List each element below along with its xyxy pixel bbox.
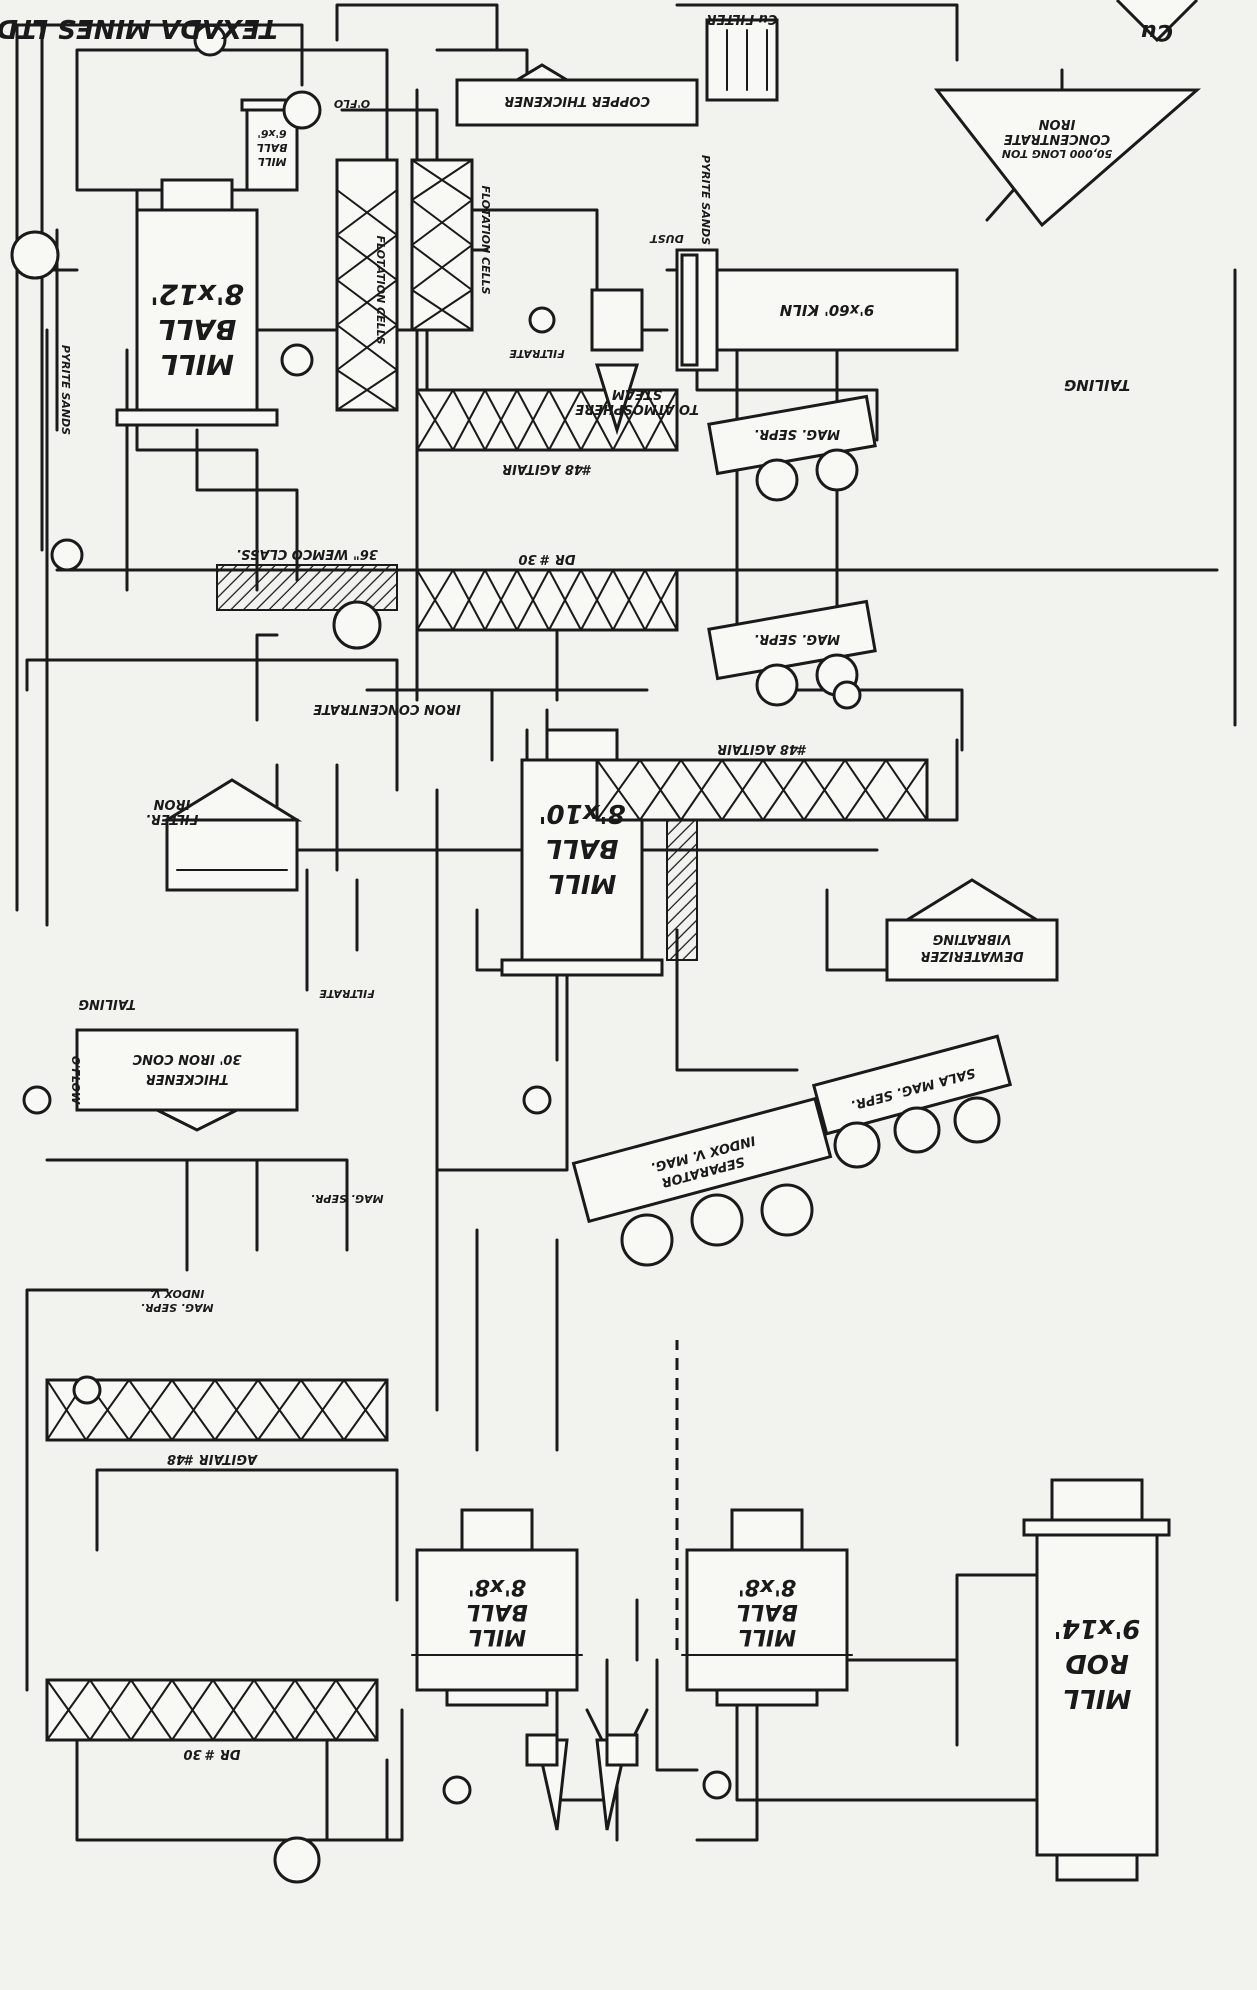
sala-separator [814,1036,1010,1167]
thickener-label-1: 30' IRON CONC [132,1051,241,1066]
flotation-cells-1 [337,160,397,410]
mag-sepr-label-1: MAG. SEPR. [754,426,840,441]
pile-label-3: 50,000 LONG TON [1002,147,1112,160]
agitair-mid-bank [597,760,927,820]
ball-mill-8x8-b-label-2: BALL [466,1599,528,1624]
agitair-top-label: #48 AGITAIR [502,461,592,476]
filter-return [27,660,397,790]
iron-filter-feed [307,765,357,990]
rod-mill-label-2: ROD [1065,1648,1129,1678]
ball-mill-6x6-label-1: 6'x6' [257,127,286,140]
agitair-bottom-bank [47,1680,377,1740]
pyrite-sands-left-label: PYRITE SANDS [59,345,72,435]
filtrate-top-label: FILTRATE [509,347,565,360]
wemco-classifier [217,565,397,610]
kiln-label: 9'x60' KILN [779,301,874,319]
indox-left-label-1: INDOX V. [150,1287,205,1300]
iron-filter-label-1: IRON [153,796,190,811]
ball-mill-8x10-label-2: BALL [545,833,618,863]
dr30-top-label: DR # 30 [519,551,576,566]
mag-sepr-left-label: MAG. SEPR. [311,1192,384,1205]
iron-filter-label-2: FILTER. [146,811,199,826]
cu-filter [707,20,777,100]
right-indox-feeds [477,1230,557,1450]
flotation-cells-2 [412,160,472,330]
mag-separators-upper [709,396,875,705]
ball-mill-8x10-label-1: 8'x10' [539,798,626,828]
ball-mill-8x10-label-3: MILL [548,868,617,898]
agitair-mid-label: #48 AGITAIR [717,741,807,756]
wemco-label: 36" WEMCO CLASS. [236,546,378,561]
pile-label-2: CONCENTRATE [1004,131,1110,146]
dr30-top-bank [417,570,677,630]
to-atmosphere-label: TO ATMOSPHERE [575,401,699,416]
tailing-mid-label: TAILING [78,996,136,1011]
steam-label: STEAM [612,386,662,401]
mag-sepr-label-2: MAG. SEPR. [754,631,840,646]
overflow-label: O'FLO [334,97,370,110]
dewaterizer-label-2: DEWATERIZER [920,948,1023,963]
ball-mill-6x6-label-2: BALL [257,141,288,154]
ball-mill-8x12-label-2: BALL [158,313,237,346]
iron-concentrate-line [367,690,962,760]
dust-label: DUST [649,232,684,245]
tailing-dropdown [257,635,277,720]
ball-mill-8x12-label-1: 8'x12' [150,278,244,311]
rod-mill-label-3: MILL [1063,1683,1132,1713]
copper-thickener-network [337,5,527,90]
cu-filter-label: Cu FILTER [707,11,778,26]
left-indox-feeds [47,1160,347,1270]
rod-mill-label-1: 9'x14' [1054,1613,1141,1643]
dr30-bottom-label: DR # 30 [184,1746,241,1761]
ball-mill-8x8-b-label-3: MILL [468,1624,526,1649]
tailing-top-label: TAILING [1064,376,1130,394]
filtrate-mid-label: FILTRATE [319,987,375,1000]
ball-mill-6x6-label-3: MILL [257,155,286,168]
rod-mill [1024,1480,1169,1880]
cyclones-bottom [527,1735,637,1830]
thickener-label-2: THICKENER [146,1071,229,1086]
ball-mill-8x12-label-3: MILL [160,348,234,381]
cu-symbol-text: Cu [1141,19,1173,44]
indox-left-label-2: MAG. SEPR. [141,1301,214,1314]
pyrite-sands-top-label: PYRITE SANDS [699,155,712,245]
dewaterizer-label-1: VIBRATING [932,931,1011,946]
pile-label-1: IRON [1038,116,1075,131]
ball-mill-8x8-a-label-1: 8'x8' [738,1574,796,1599]
ball-mill-8x8-b-label-1: 8'x8' [468,1574,526,1599]
company-title: TEXADA MINES LTD [0,13,277,43]
ball-mill-8x8-a-label-2: BALL [736,1599,798,1624]
indox-separator-right [573,1099,830,1265]
drawing-content: TEXADA MINES LTD Cu Cu FILTER COPPER THI… [0,0,1235,1882]
overflow-mid-label: O'FLOW [69,1056,82,1105]
agitair-bottom-label: AGITAIR #48 [167,1451,258,1466]
flotation-label-1: FLOTATION CELLS [374,235,387,344]
iron-concentrate-line-label: IRON CONCENTRATE [313,701,461,716]
agitair-bottom-feed [97,1470,397,1600]
vibrating-dewaterizer [887,880,1057,980]
flotation-label-2: FLOTATION CELLS [479,185,492,294]
copper-thickener-label: COPPER THICKENER [504,93,650,108]
ball-mill-8x8-a-label-3: MILL [738,1624,796,1649]
